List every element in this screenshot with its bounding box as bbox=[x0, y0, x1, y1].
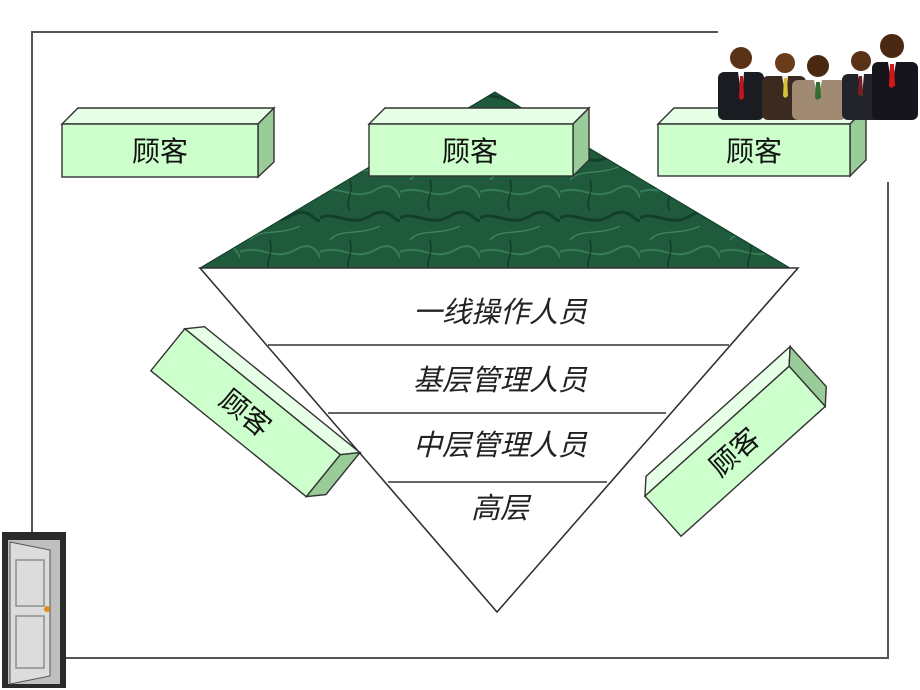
level-label-junior-management: 基层管理人员 bbox=[413, 363, 588, 397]
level-label-middle-management: 中层管理人员 bbox=[413, 428, 588, 462]
door-icon bbox=[2, 532, 66, 688]
customer-label: 顾客 bbox=[132, 135, 188, 168]
customer-label: 顾客 bbox=[442, 135, 498, 168]
customer-box-left-diagonal: 顾客 bbox=[149, 325, 362, 498]
level-dividers bbox=[268, 344, 729, 483]
level-label-frontline: 一线操作人员 bbox=[413, 295, 588, 329]
level-label-top-management: 高层 bbox=[471, 491, 532, 525]
customer-box-top-left: 顾客 bbox=[60, 106, 276, 179]
customer-box-top-center: 顾客 bbox=[367, 106, 591, 178]
customer-label: 顾客 bbox=[726, 135, 782, 168]
customer-box-right-diagonal: 顾客 bbox=[643, 344, 828, 538]
business-people-icon bbox=[718, 34, 918, 120]
pyramid-body bbox=[198, 267, 800, 614]
